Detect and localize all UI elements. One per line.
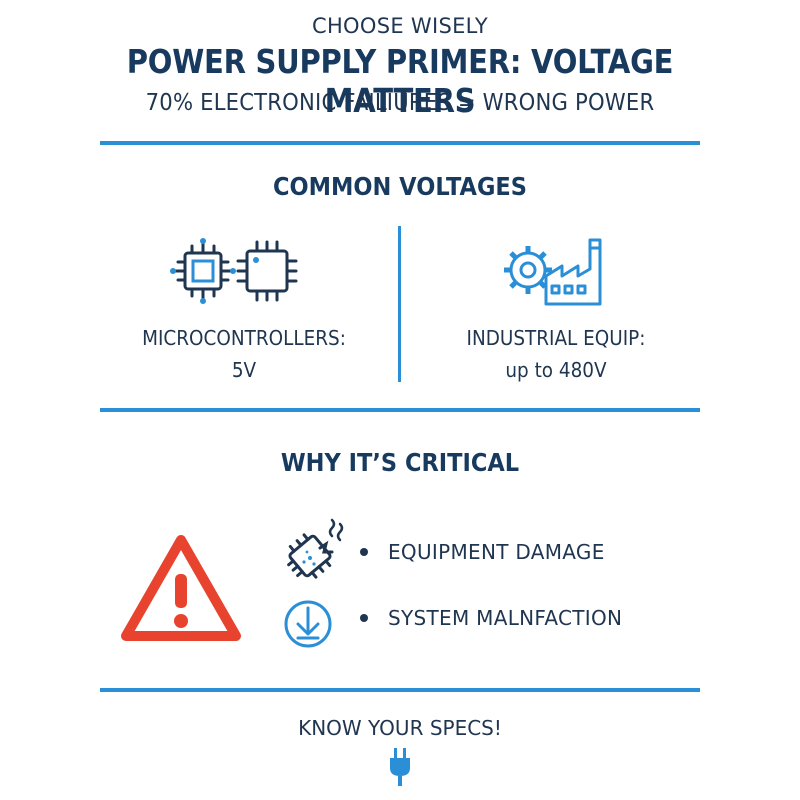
gear-icon [504, 246, 552, 294]
list-item: SYSTEM MALNFACTION [360, 606, 622, 630]
plug-icon [390, 748, 410, 786]
warning-triangle-icon [121, 535, 241, 641]
gear-factory-icons [504, 238, 602, 306]
divider-vertical [398, 226, 401, 382]
critical-item-text: SYSTEM MALNFACTION [388, 606, 623, 630]
industrial-label-line2: up to 480V [505, 358, 607, 382]
factory-icon [544, 238, 602, 306]
divider-top [100, 141, 700, 145]
microcontrollers-label: MICROCONTROLLERS: 5V [130, 322, 358, 386]
critical-item-text: EQUIPMENT DAMAGE [388, 540, 605, 564]
subtitle-text: 70% ELECTRONIC FAILIURES = WRONG POWER [145, 90, 655, 116]
industrial-label: INDUSTRIAL EQUIP: up to 480V [442, 322, 670, 386]
microchip-icon [170, 238, 236, 304]
microcontrollers-label-line2: 5V [231, 358, 257, 382]
burnt-chip-icon [287, 518, 344, 579]
bullet-dot [360, 547, 368, 556]
divider-middle [100, 408, 700, 412]
section-heading-voltages: COMMON VOLTAGES [272, 172, 528, 201]
down-arrow-circle-icon [284, 600, 332, 648]
kicker-text: CHOOSE WISELY [312, 14, 488, 38]
microcontrollers-label-line1: MICROCONTROLLERS: [142, 326, 346, 350]
footer-text: KNOW YOUR SPECS! [298, 716, 502, 740]
microchip-icon [236, 240, 298, 302]
divider-bottom [100, 688, 700, 692]
page-title: POWER SUPPLY PRIMER: VOLTAGE MATTERS [126, 42, 674, 120]
industrial-label-line1: INDUSTRIAL EQUIP: [466, 326, 646, 350]
list-item: EQUIPMENT DAMAGE [360, 540, 605, 564]
bullet-dot [360, 613, 368, 622]
section-heading-critical: WHY IT’S CRITICAL [280, 448, 520, 477]
